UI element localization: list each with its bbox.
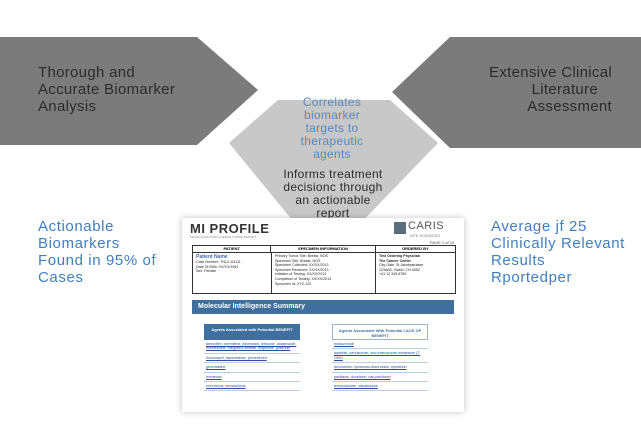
right-arrow-panel: [392, 37, 641, 148]
ordered-by-box: Test Ordering Physician The Cancer Cente…: [375, 252, 456, 294]
benefit-column: Agents Associated with Potential BENEFIT…: [204, 324, 300, 392]
stat-right-line: Average jf 25: [491, 218, 587, 235]
specimen-line: Specimen Received: XX/XX/2013: [275, 267, 329, 272]
report-preview: MI PROFILE MOLECULAR INTELLIGENCE TUMOR …: [182, 218, 464, 412]
specimen-line: Initiation of Testing: XX/XX/2013: [275, 272, 327, 277]
lack-of-benefit-header: Agents Associated With Potential LACK OF…: [332, 324, 428, 340]
right-panel-line: Extensive Clinical: [489, 64, 612, 81]
center-top-line: therapeutic: [300, 134, 364, 148]
benefit-row: everolimus, temsirolimus: [204, 382, 300, 392]
ordered-line: The Cancer Center: [379, 258, 411, 263]
patient-line: Case Number: TN13-111111: [196, 260, 241, 264]
left-arrow-panel: [0, 37, 258, 145]
benefit-row: gemcitabine: [204, 363, 300, 373]
caris-logo: CARIS: [408, 220, 445, 232]
lack-row: trastuzumab: [332, 340, 428, 350]
center-top-text: Correlates biomarker targets to therapeu…: [280, 96, 384, 161]
center-pentagon: [229, 100, 438, 232]
specimen-line: Completion of Testing: XX/XX/2013: [275, 276, 332, 281]
mi-profile-logo: MI PROFILE: [190, 221, 270, 236]
benefit-header: Agents Associated with Potential BENEFIT: [204, 324, 300, 340]
report-header-row: PATIENT SPECIMEN INFORMATION ORDERED BY: [192, 245, 456, 253]
center-bottom-line: report: [316, 206, 350, 220]
benefit-row: irinotecan: [204, 373, 300, 383]
center-bottom-line: Informs treatment: [283, 167, 383, 181]
right-panel-line: Literature: [531, 81, 598, 98]
patient-line: Date Of Birth: XX/XX/1961: [196, 264, 239, 269]
benefit-row: tamoxifen, toremifene, fulvestrant, letr…: [204, 340, 300, 354]
caris-logo-icon: [394, 222, 406, 234]
right-panel-line: Assessment: [527, 98, 612, 115]
ordered-line: Test Ordering Physician: [379, 254, 421, 258]
page-number: PAGE 1 of 10: [430, 240, 455, 245]
center-triangle-top: [234, 37, 420, 138]
lack-of-benefit-column: Agents Associated With Potential LACK OF…: [332, 324, 428, 392]
ordered-line: +41 12 345 6789: [379, 272, 407, 277]
benefit-row: fluorouracil, capecitabine, pemetrexed: [204, 354, 300, 364]
stat-left-line: Biomarkers: [38, 235, 120, 252]
ordered-line: 123ABC, Basel, CH-4052: [379, 267, 420, 272]
header-specimen: SPECIMEN INFORMATION: [271, 246, 376, 252]
stat-left: Actionable Biomarkers Found in 95% of Ca…: [38, 218, 156, 286]
center-bottom-line: decisionc through: [283, 180, 383, 194]
caris-logo-subtitle: LIFE SCIENCES: [410, 233, 441, 238]
right-panel-text: Extensive Clinical Literature Assessment: [480, 64, 612, 115]
center-top-line: targets to: [305, 121, 359, 135]
left-panel-line: Analysis: [38, 98, 97, 115]
mi-profile-logo-subtitle: MOLECULAR INTELLIGENCE TUMOR REPORT: [190, 235, 257, 239]
stat-right: Average jf 25 Clinically Relevant Result…: [491, 218, 625, 286]
specimen-line: Specimen Site: Breast, NOS: [275, 258, 321, 263]
stat-left-line: Found in 95% of: [38, 252, 157, 269]
center-top-line: agents: [313, 147, 351, 161]
stat-right-line: Results: [491, 252, 546, 269]
specimen-line: Specimen Id: XYZ-123: [275, 281, 312, 286]
stat-left-line: Cases: [38, 269, 84, 286]
center-bottom-text: Informs treatment decisionc through an a…: [266, 168, 400, 220]
specimen-box: Primary Tumor Site: Breast, NOS Specimen…: [271, 252, 376, 294]
lack-row: doxorubicin, liposomal-doxorubicin, epir…: [332, 363, 428, 373]
stat-left-line: Actionable: [38, 218, 115, 235]
left-panel-line: Thorough and: [38, 64, 136, 81]
left-panel-text: Thorough and Accurate Biomarker Analysis: [38, 64, 175, 115]
header-patient: PATIENT: [193, 246, 272, 252]
patient-name: Patient Name: [196, 254, 228, 260]
lack-row: temozolomide, dacarbazine: [332, 382, 428, 392]
stat-right-line: Clinically Relevant: [491, 235, 625, 252]
lack-row: lapatinib, pertuzumab, ado-trastuzumab e…: [332, 349, 428, 364]
center-top-line: Correlates: [302, 95, 362, 109]
header-ordered-by: ORDERED BY: [401, 246, 429, 251]
center-top-line: biomarker: [303, 108, 361, 122]
specimen-line: Primary Tumor Site: Breast, NOS: [275, 254, 328, 258]
specimen-line: Specimen Collected: XX/XX/2013: [275, 263, 329, 268]
left-panel-line: Accurate Biomarker: [38, 81, 176, 98]
center-bottom-line: an actionable: [295, 193, 371, 207]
patient-line: Sex: Female: [196, 269, 217, 274]
summary-title: Molecular Intelligence Summary: [192, 300, 454, 314]
stat-right-line: Rportedper: [491, 269, 573, 286]
patient-box: Patient Name Case Number: TN13-111111 Da…: [192, 252, 272, 294]
ordered-line: City Gate, St Jakobsstrasse: [379, 263, 424, 268]
lack-row: paclitaxel, docetaxel, nab-paclitaxel: [332, 373, 428, 383]
